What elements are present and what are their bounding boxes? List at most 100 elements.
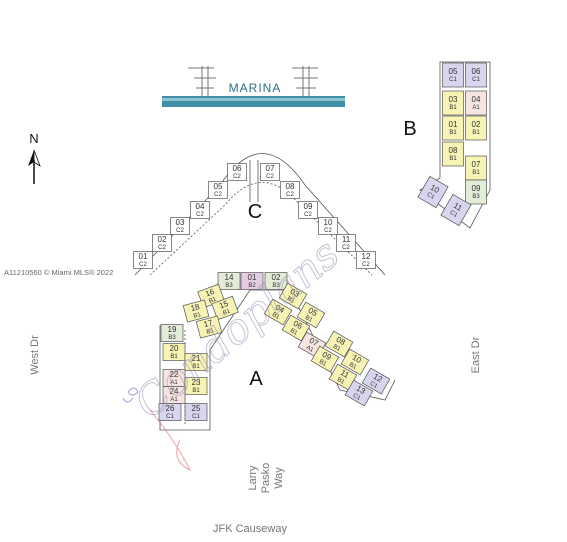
unit-type: B1 bbox=[472, 170, 480, 176]
unit-number: 01 bbox=[449, 120, 458, 129]
marina-dock bbox=[162, 96, 345, 107]
unit-type: B1 bbox=[336, 377, 346, 386]
unit-cell bbox=[278, 282, 308, 310]
unit-type: B1 bbox=[289, 328, 299, 337]
unit-cell bbox=[260, 163, 280, 181]
unit-number: 20 bbox=[170, 344, 179, 353]
unit-number: 17 bbox=[203, 318, 214, 329]
unit-type: B1 bbox=[304, 315, 314, 324]
unit-number: 01 bbox=[248, 273, 257, 282]
unit-number: 05 bbox=[214, 182, 223, 191]
unit-cell bbox=[465, 62, 487, 88]
unit-type: C2 bbox=[139, 262, 147, 268]
street-larry-line-1: Larry bbox=[247, 465, 259, 491]
unit-type: B1 bbox=[206, 328, 215, 336]
building-label-b: B bbox=[403, 118, 416, 140]
unit-number: 03 bbox=[449, 95, 458, 104]
street-east-dr: East Dr bbox=[470, 336, 482, 373]
unit-type: C1 bbox=[369, 381, 379, 390]
unit-type: A1 bbox=[170, 397, 178, 403]
street-larry-pasko-way: Larry Pasko Way bbox=[247, 463, 285, 494]
unit-type: C1 bbox=[472, 77, 480, 83]
north-label: N bbox=[29, 131, 38, 146]
unit-number: 03 bbox=[176, 218, 185, 227]
unit-type: B1 bbox=[449, 105, 457, 111]
unit-type: C2 bbox=[196, 212, 204, 218]
building-a-outline bbox=[159, 289, 396, 431]
unit-number: 02 bbox=[472, 120, 481, 129]
pier-left-icon bbox=[188, 66, 216, 96]
unit-type: C2 bbox=[233, 174, 241, 180]
marina-dock-highlight bbox=[162, 98, 345, 101]
unit-type: C2 bbox=[286, 192, 294, 198]
unit-type: A1 bbox=[305, 345, 315, 354]
unit-type: B1 bbox=[348, 362, 358, 371]
unit-number: 14 bbox=[225, 273, 234, 282]
unit-type: B1 bbox=[222, 308, 232, 316]
unit-cell bbox=[440, 193, 472, 227]
unit-cell bbox=[184, 353, 208, 371]
building-c-outline bbox=[134, 153, 386, 276]
unit-number: 07 bbox=[266, 164, 275, 173]
unit-number: 04 bbox=[472, 95, 481, 104]
unit-number: 26 bbox=[166, 404, 175, 413]
unit-number: 24 bbox=[170, 387, 179, 396]
unit-cell bbox=[344, 379, 374, 407]
unit-number: 04 bbox=[196, 202, 205, 211]
unit-number: 19 bbox=[168, 325, 177, 334]
unit-cell bbox=[442, 62, 464, 88]
unit-number: 08 bbox=[286, 182, 295, 191]
unit-number: 21 bbox=[192, 354, 201, 363]
unit-number: 10 bbox=[324, 218, 333, 227]
unit-number: 18 bbox=[190, 302, 201, 313]
unit-cell bbox=[336, 234, 356, 252]
unit-type: B3 bbox=[272, 283, 280, 289]
unit-type: B2 bbox=[248, 283, 256, 289]
unit-cell bbox=[170, 217, 190, 235]
unit-cell bbox=[160, 324, 184, 342]
unit-cell bbox=[465, 90, 487, 116]
unit-type: B1 bbox=[170, 354, 178, 360]
unit-type: B3 bbox=[225, 283, 233, 289]
unit-cell bbox=[442, 141, 464, 167]
watermark-leaf-icon bbox=[122, 387, 139, 403]
unit-number: 16 bbox=[204, 287, 216, 299]
unit-cell bbox=[298, 201, 318, 219]
unit-cell bbox=[162, 343, 186, 361]
unit-number: 23 bbox=[192, 378, 201, 387]
unit-type: B1 bbox=[193, 312, 202, 320]
unit-number: 06 bbox=[472, 67, 481, 76]
unit-type: C1 bbox=[192, 414, 200, 420]
unit-type: C2 bbox=[214, 192, 222, 198]
unit-cell bbox=[211, 295, 239, 321]
north-arrow-icon: N bbox=[28, 131, 41, 184]
unit-type: C1 bbox=[449, 210, 459, 219]
unit-type: C1 bbox=[449, 77, 457, 83]
unit-number: 25 bbox=[192, 404, 201, 413]
